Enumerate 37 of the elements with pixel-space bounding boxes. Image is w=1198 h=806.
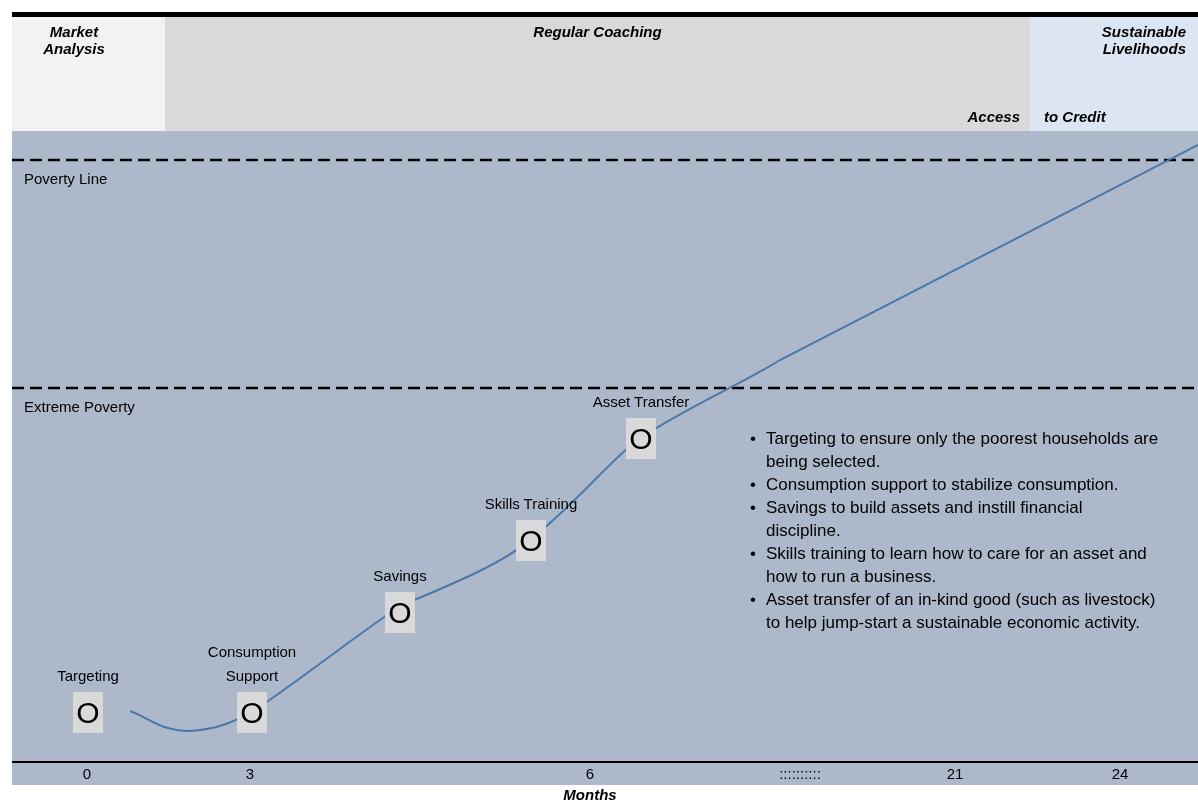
bullet-marker: • <box>750 589 756 611</box>
tick-label: 0 <box>81 765 93 782</box>
tick-label: 3 <box>244 765 256 782</box>
axis-title: Months <box>562 786 618 803</box>
tick-label: :::::::::: <box>778 765 822 782</box>
bullet-marker: • <box>750 474 756 496</box>
tick-label: 21 <box>945 765 965 782</box>
milestone-marker: O <box>626 418 656 459</box>
milestone-label: Asset Transfer <box>591 392 691 412</box>
milestone-marker: O <box>73 692 103 733</box>
phase-band <box>1030 17 1198 131</box>
phase-title: to Credit <box>1044 108 1108 125</box>
phase-band <box>165 17 1030 131</box>
tick-label: 24 <box>1110 765 1130 782</box>
bullet-text: Consumption support to stabilize consumption. <box>766 474 1120 496</box>
tick-label: 6 <box>584 765 596 782</box>
phase-title: Regular Coaching <box>532 23 663 40</box>
bullet-text: Savings to build assets and instill financial discipline. <box>766 497 1084 542</box>
zone-label: Extreme Poverty <box>24 398 135 415</box>
bullet-marker: • <box>750 543 756 565</box>
phase-title: Access <box>966 108 1020 125</box>
milestone-marker: O <box>385 592 415 633</box>
milestone-label: Skills Training <box>483 494 579 514</box>
milestone-label: Targeting <box>56 666 120 686</box>
phase-title: Market Analysis <box>42 23 106 57</box>
bullet-marker: • <box>750 497 756 519</box>
phase-title: Sustainable Livelihoods <box>1100 23 1186 57</box>
bullet-text: Targeting to ensure only the poorest households are being selected. <box>766 428 1160 473</box>
milestone-marker: O <box>237 692 267 733</box>
milestone-marker: O <box>516 520 546 561</box>
zone-label: Poverty Line <box>24 170 108 187</box>
bullet-text: Asset transfer of an in-kind good (such as livestock) to help jump-start a sustainable economic activity. <box>766 589 1157 634</box>
milestone-label: Savings <box>372 566 428 586</box>
bullet-marker: • <box>750 428 756 450</box>
phase-band <box>12 17 165 131</box>
bullet-text: Skills training to learn how to care for an asset and how to run a business. <box>766 543 1148 588</box>
milestone-label: Consumption Support <box>206 642 298 686</box>
